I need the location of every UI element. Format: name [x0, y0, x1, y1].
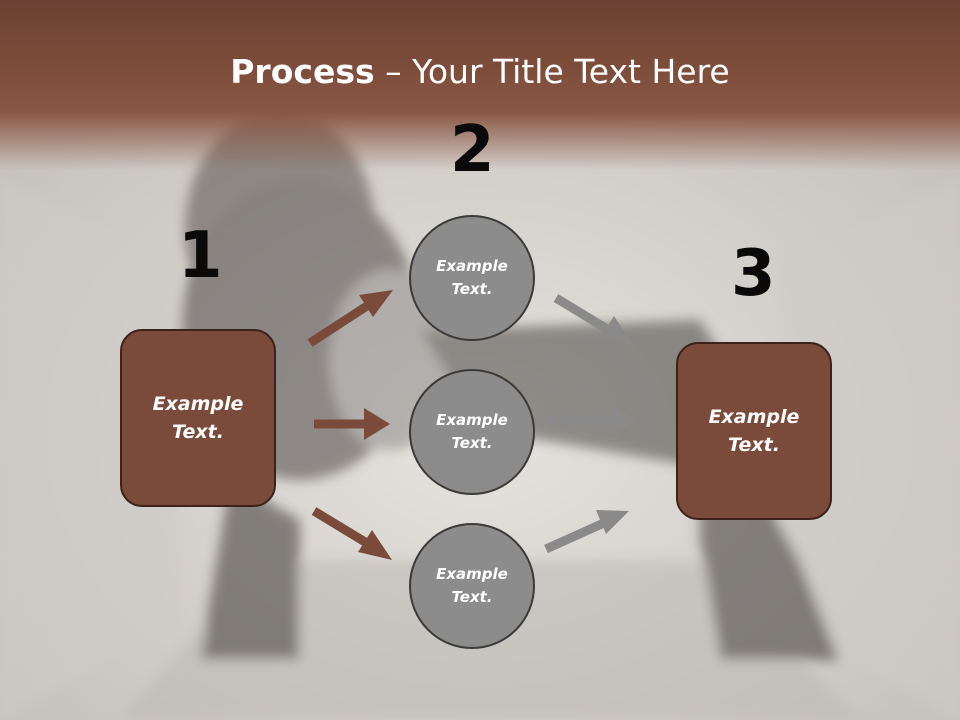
arrow-left-to-top — [307, 290, 393, 347]
title-rest: – Your Title Text Here — [374, 52, 730, 91]
circle-middle-text: Example Text. — [436, 410, 508, 452]
right-step-box: Example Text. — [676, 342, 832, 520]
step-number-2: 2 — [450, 113, 495, 187]
left-step-text: Example Text. — [152, 392, 244, 444]
circle-step-bottom: Example Text. — [409, 523, 535, 649]
arrow-middle-to-right — [548, 404, 636, 436]
slide-title: Process – Your Title Text Here — [0, 52, 960, 91]
left-step-box: Example Text. — [120, 329, 276, 507]
arrow-left-to-middle — [314, 408, 390, 440]
step-number-3: 3 — [731, 237, 776, 311]
circle-bottom-text: Example Text. — [436, 564, 508, 606]
arrow-left-to-bottom — [311, 507, 392, 560]
step-number-1: 1 — [178, 219, 223, 293]
arrow-bottom-to-right — [544, 510, 629, 554]
header-band — [0, 0, 960, 170]
right-step-text: Example Text. — [708, 405, 800, 457]
circle-top-text: Example Text. — [436, 256, 508, 298]
circle-step-middle: Example Text. — [409, 369, 535, 495]
circle-step-top: Example Text. — [409, 215, 535, 341]
arrow-top-to-right — [553, 294, 634, 346]
title-bold: Process — [230, 52, 375, 91]
